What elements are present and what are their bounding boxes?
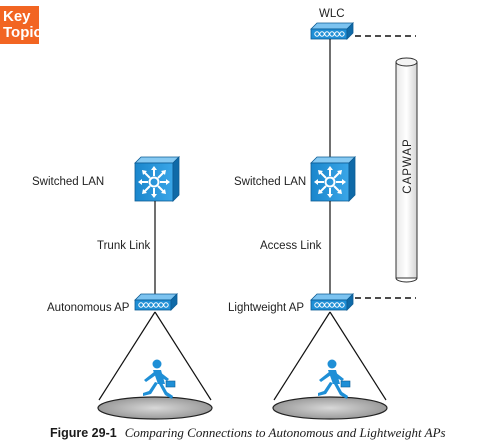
key-topic-line2: Topic [3,24,42,41]
key-topic-line1: Key [3,8,31,25]
right-lightweight-ap-icon [310,293,354,311]
capwap-tunnel-icon [395,57,418,283]
key-topic-badge: Key Topic [0,6,42,44]
figure-caption: Figure 29-1 Comparing Connections to Auto… [50,424,500,442]
right-coverage-cone [272,311,388,420]
left-ap-label: Autonomous AP [47,302,130,314]
left-coverage-cone [97,311,213,420]
wlc-label: WLC [319,8,345,20]
right-ap-label: Lightweight AP [228,302,305,314]
wlc-icon [310,22,354,40]
left-switch-label: Switched LAN [32,176,105,188]
left-link-label: Trunk Link [97,240,151,252]
left-autonomous-ap-icon [134,293,178,311]
figure-caption-text: Comparing Connections to Autonomous and … [124,425,446,440]
capwap-label: CAPWAP [402,138,414,194]
right-link-label: Access Link [260,240,322,252]
figure-number: Figure 29-1 [50,426,117,440]
left-switch-icon [134,156,180,202]
right-switch-icon [310,156,356,202]
right-switch-label: Switched LAN [234,176,307,188]
